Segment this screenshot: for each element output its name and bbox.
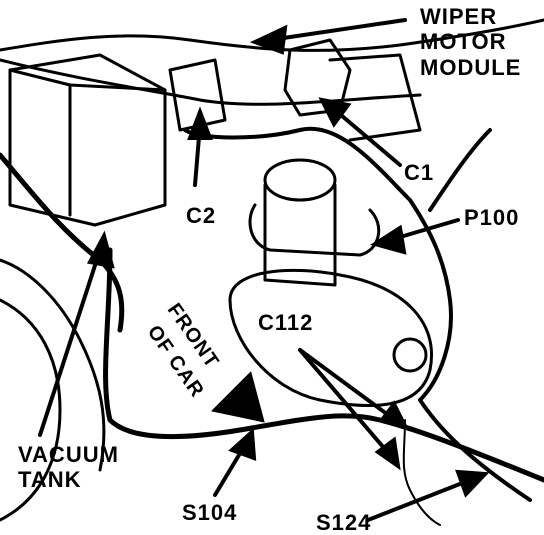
s104-arrowhead — [228, 427, 257, 461]
booster-port — [392, 337, 428, 373]
vacuum-arrowhead — [86, 230, 115, 269]
p100-label: P100 — [464, 205, 520, 230]
cowl-outline — [0, 18, 544, 52]
wiper-pointer — [268, 18, 407, 42]
c2-arrowhead — [187, 106, 213, 140]
vacuum-tank — [8, 53, 167, 227]
harness-upper — [183, 126, 453, 402]
wiper-label-line1: WIPER — [420, 4, 498, 29]
wiper-label-line2: MOTOR — [420, 29, 507, 55]
front-of-car-arrow — [210, 371, 265, 423]
s124-pointer — [366, 478, 472, 522]
s104-label: S104 — [182, 500, 238, 525]
c112-arrowhead-b — [374, 436, 401, 471]
wheel-arch — [0, 298, 62, 522]
harness-left — [0, 152, 125, 333]
wiper-label-line3: MODULE — [420, 54, 522, 80]
c112-pointer-b — [298, 348, 392, 457]
c2-label: C2 — [186, 203, 217, 228]
harness-bottom-right — [418, 398, 532, 502]
c1-label: C1 — [404, 160, 435, 185]
harness-main — [103, 247, 544, 483]
c112-label: C112 — [258, 310, 314, 335]
vacuum-label-line2: TANK — [18, 467, 82, 493]
c112-arrowhead-a — [378, 400, 410, 432]
vacuum-tank-label: VACUUM TANK — [18, 442, 119, 493]
fender-left — [0, 258, 106, 472]
c1-arrowhead — [318, 97, 352, 128]
vacuum-pointer — [38, 248, 102, 437]
wiper-bracket — [168, 58, 227, 132]
s124-arrowhead — [455, 469, 490, 498]
s124-lead — [402, 419, 441, 526]
wiper-motor-module-label: WIPER MOTOR MODULE — [420, 4, 521, 80]
c1-pointer — [333, 108, 402, 167]
harness-right — [428, 128, 492, 212]
s124-label: S124 — [316, 510, 372, 535]
wiper-arrowhead — [249, 24, 288, 55]
c112-pointer-a — [298, 348, 397, 422]
wiper-housing — [328, 53, 422, 142]
p100-arrowhead — [370, 224, 407, 255]
reservoir-body — [263, 183, 337, 287]
reservoir-cap — [263, 158, 337, 202]
master-cylinder — [248, 203, 381, 257]
booster — [228, 268, 433, 408]
vacuum-label-line1: VACUUM — [18, 442, 119, 467]
